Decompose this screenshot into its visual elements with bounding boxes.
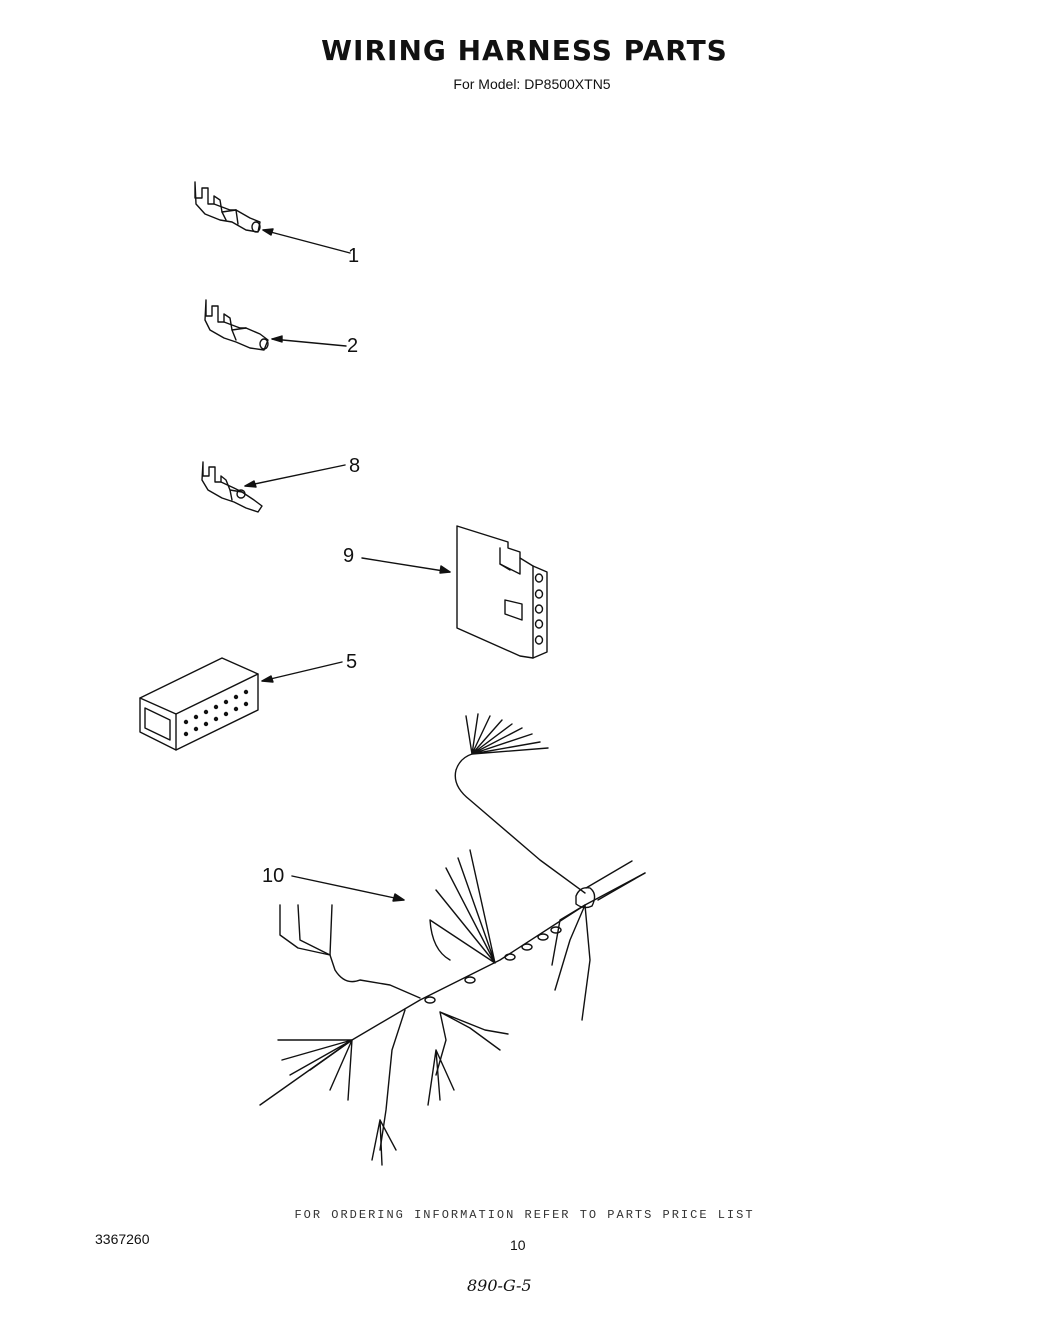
handwritten-code: 890-G-5 (467, 1276, 532, 1295)
document-number: 3367260 (95, 1231, 150, 1247)
callout-9: 9 (343, 545, 354, 567)
leader-line-5 (261, 661, 343, 682)
part-10-wiring-harness (259, 713, 646, 1166)
part-9-connector (456, 525, 548, 659)
page-number: 10 (510, 1237, 526, 1253)
callout-5: 5 (346, 651, 357, 673)
model-subtitle: For Model: DP8500XTN5 (453, 76, 611, 92)
leader-line-8 (244, 464, 346, 487)
leader-line-10 (291, 875, 405, 901)
ordering-note: FOR ORDERING INFORMATION REFER TO PARTS … (294, 1208, 755, 1222)
part-1-terminal (194, 181, 261, 233)
leader-line-1 (262, 229, 351, 254)
callout-2: 2 (347, 335, 358, 357)
part-8-terminal (201, 461, 263, 513)
leader-line-9 (361, 557, 451, 573)
leader-line-2 (271, 338, 347, 347)
callout-10: 10 (262, 865, 284, 887)
part-2-terminal (204, 299, 269, 351)
page-title: WIRING HARNESS PARTS (321, 34, 728, 67)
callout-8: 8 (349, 455, 360, 477)
part-5-connector-block (139, 657, 259, 751)
callout-1: 1 (348, 245, 359, 267)
